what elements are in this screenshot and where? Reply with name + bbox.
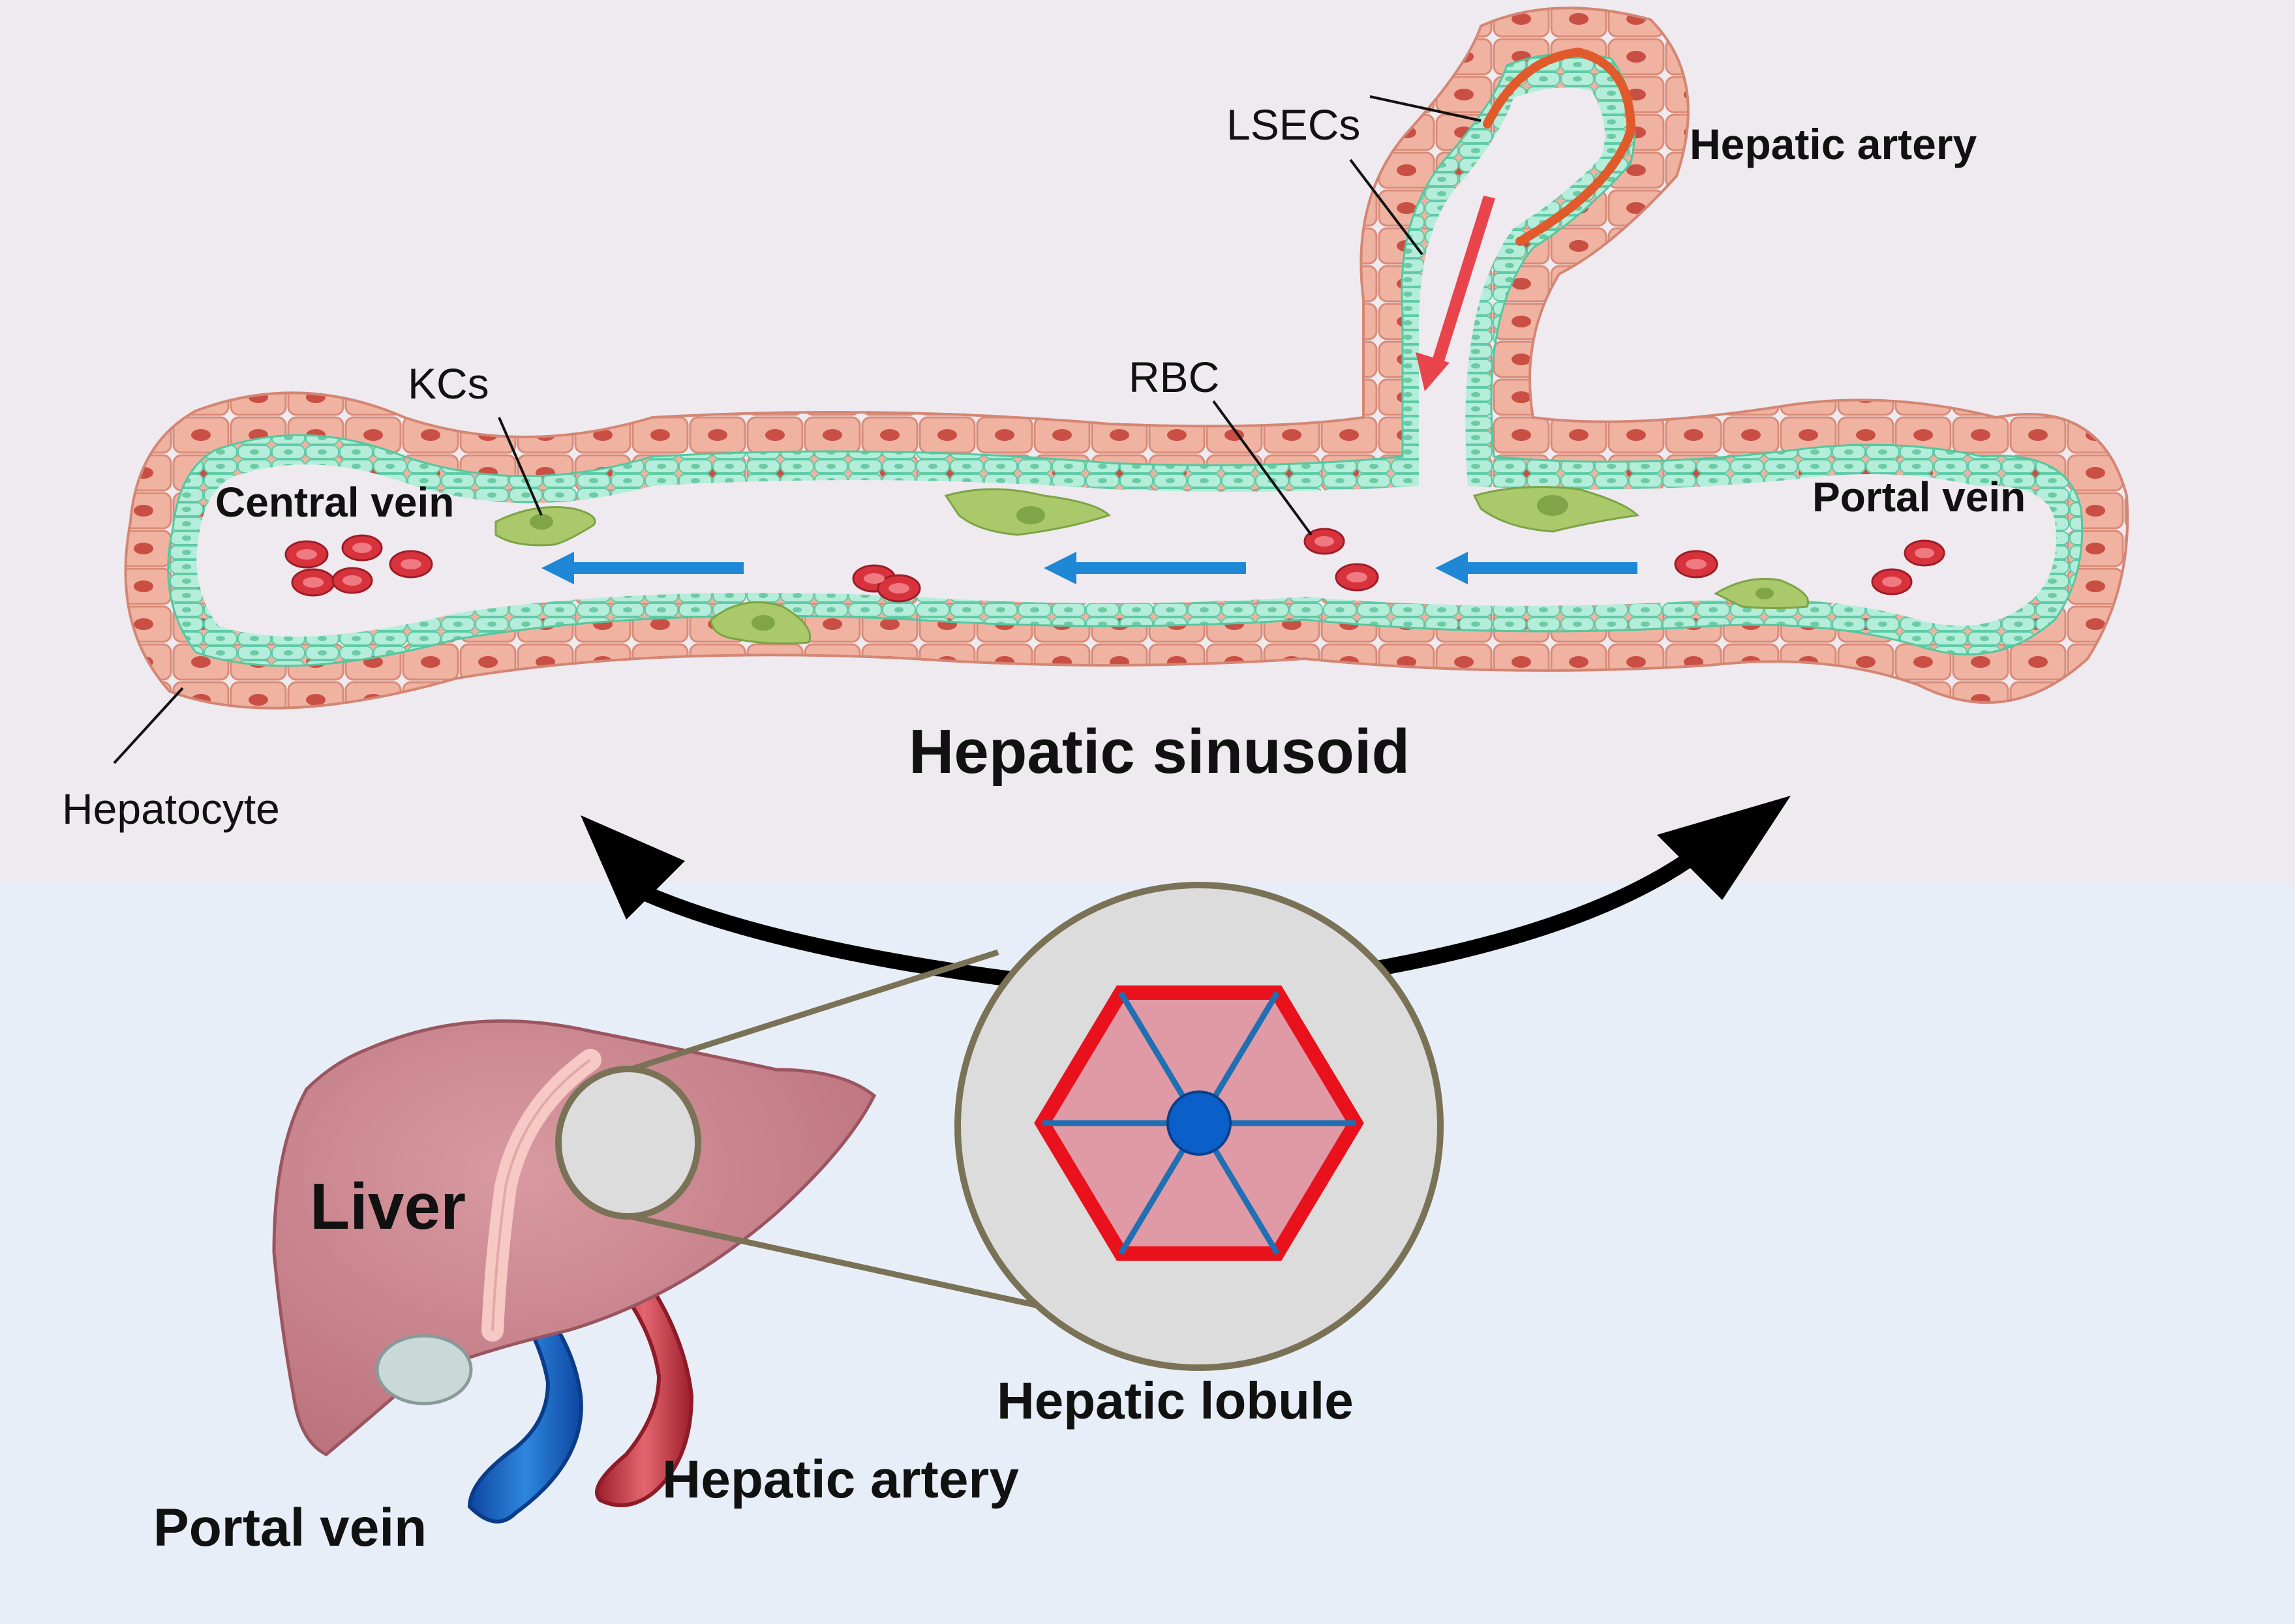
zoom-arrow-right-head bbox=[1657, 796, 1791, 900]
label-lsecs: LSECs bbox=[1226, 100, 1361, 149]
rbc bbox=[389, 550, 433, 579]
rbc bbox=[284, 540, 329, 569]
rbc bbox=[1674, 550, 1718, 579]
zoom-arrows bbox=[581, 796, 1791, 993]
zoom-arrow-left bbox=[643, 886, 1058, 993]
label-kcs: KCs bbox=[408, 359, 489, 408]
kupffer-cell bbox=[494, 506, 596, 547]
liver-illustration bbox=[272, 1019, 877, 1524]
hepatic-lobule-zoom bbox=[954, 882, 1444, 1371]
hepatic-artery-wall-top bbox=[1483, 47, 1636, 246]
label-hepatic-sinusoid: Hepatic sinusoid bbox=[909, 717, 1410, 787]
zoom-arrow-left-head bbox=[581, 815, 685, 920]
rbc bbox=[341, 534, 383, 562]
label-portal-vein-top: Portal vein bbox=[1812, 474, 2026, 520]
leader-lines bbox=[113, 95, 1482, 764]
kupffer-cell bbox=[1472, 486, 1640, 533]
kupffer-cell bbox=[944, 488, 1111, 536]
hepatic-artery-vessel bbox=[595, 1276, 694, 1507]
label-hepatic-artery-top: Hepatic artery bbox=[1690, 120, 1977, 168]
label-liver: Liver bbox=[310, 1170, 466, 1243]
flow-arrow-right bbox=[1435, 552, 1637, 584]
kupffer-cell bbox=[710, 601, 811, 645]
rbc bbox=[331, 567, 373, 594]
rbc bbox=[1904, 539, 1945, 567]
rbc bbox=[877, 574, 921, 603]
hepatic-sinusoid bbox=[113, 7, 2129, 764]
rbc bbox=[291, 568, 335, 597]
label-central-vein: Central vein bbox=[215, 479, 455, 526]
gallbladder bbox=[375, 1334, 473, 1406]
label-portal-vein-bottom: Portal vein bbox=[153, 1498, 427, 1557]
central-vein-dot bbox=[1166, 1090, 1232, 1156]
rbc bbox=[1335, 563, 1379, 592]
portal-vein-vessel bbox=[467, 1295, 583, 1524]
zoom-arrow-right bbox=[1316, 848, 1701, 986]
kupffer-cell bbox=[1713, 578, 1809, 609]
label-rbc: RBC bbox=[1129, 353, 1220, 401]
label-hepatic-lobule: Hepatic lobule bbox=[997, 1372, 1354, 1430]
blood-flow-arrows bbox=[541, 552, 1637, 584]
rbc bbox=[1871, 568, 1913, 595]
label-hepatic-artery-bottom: Hepatic artery bbox=[662, 1450, 1019, 1509]
arterial-inflow-arrow bbox=[1416, 196, 1495, 391]
flow-arrow-middle bbox=[1044, 552, 1246, 584]
liver-zoom-circle bbox=[555, 1066, 701, 1220]
label-hepatocyte: Hepatocyte bbox=[62, 785, 280, 833]
flow-arrow-left bbox=[541, 552, 744, 584]
